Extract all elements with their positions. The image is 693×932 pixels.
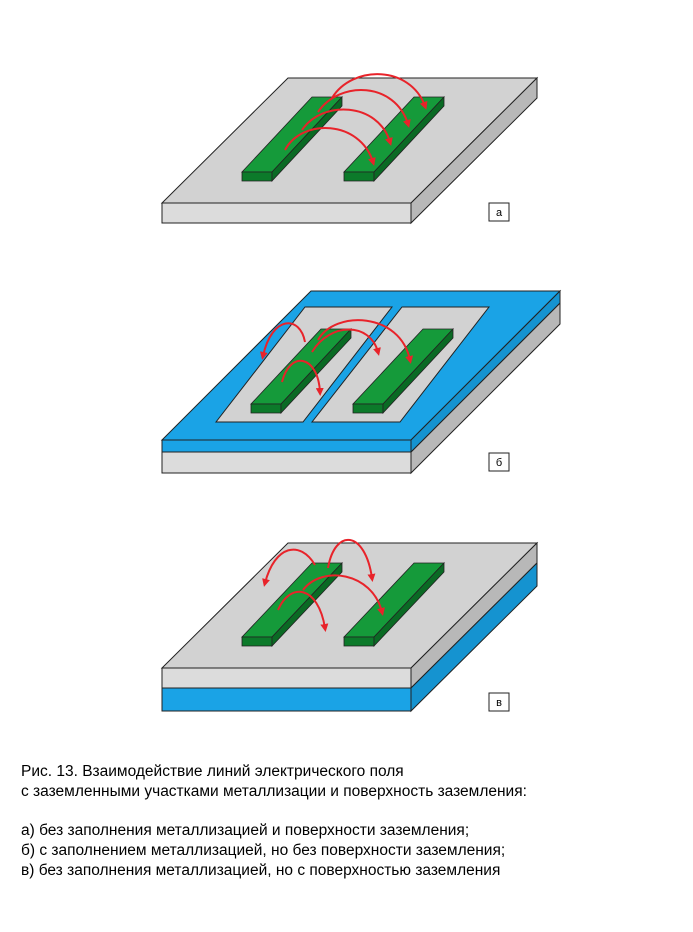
substrate-front xyxy=(161,667,412,689)
panel-label-box xyxy=(488,692,510,712)
field-lines xyxy=(284,73,428,166)
trace-right xyxy=(352,327,454,415)
caption-title-line-2: с заземленными участками металлизации и … xyxy=(21,783,527,800)
ground-plane-front xyxy=(161,687,412,712)
panel-label: в xyxy=(496,697,502,709)
caption-item-b: б) с заполнением металлизацией, но без п… xyxy=(21,842,506,859)
caption-item-c: в) без заполнения металлизацией, но с по… xyxy=(21,862,501,879)
substrate-front xyxy=(161,202,412,224)
trace-left xyxy=(250,327,352,415)
panel-c: в xyxy=(160,538,539,713)
field-lines xyxy=(262,538,385,632)
caption-item-a: а) без заполнения металлизацией и поверх… xyxy=(21,822,470,839)
substrate-side xyxy=(410,76,538,225)
panel-a: а xyxy=(160,73,539,225)
substrate-front xyxy=(161,451,412,474)
panel-label: а xyxy=(496,207,503,219)
panel-b: б xyxy=(160,289,562,475)
caption-title-line-1: Рис. 13. Взаимодействие линий электричес… xyxy=(21,763,404,780)
field-lines xyxy=(259,319,414,396)
metal-fill-front xyxy=(161,439,412,453)
pcb-field-lines-figure: а б xyxy=(160,73,562,713)
metal-fill-side xyxy=(410,289,561,454)
trace-left xyxy=(241,561,343,648)
ground-plane-side xyxy=(410,561,538,713)
panel-label: б xyxy=(496,457,502,469)
caption-spacer xyxy=(21,802,686,821)
trace-right xyxy=(343,561,445,648)
panel-label-box xyxy=(488,452,510,472)
panel-label-box xyxy=(488,202,510,222)
figure-caption: Рис. 13. Взаимодействие линий электричес… xyxy=(21,762,686,881)
